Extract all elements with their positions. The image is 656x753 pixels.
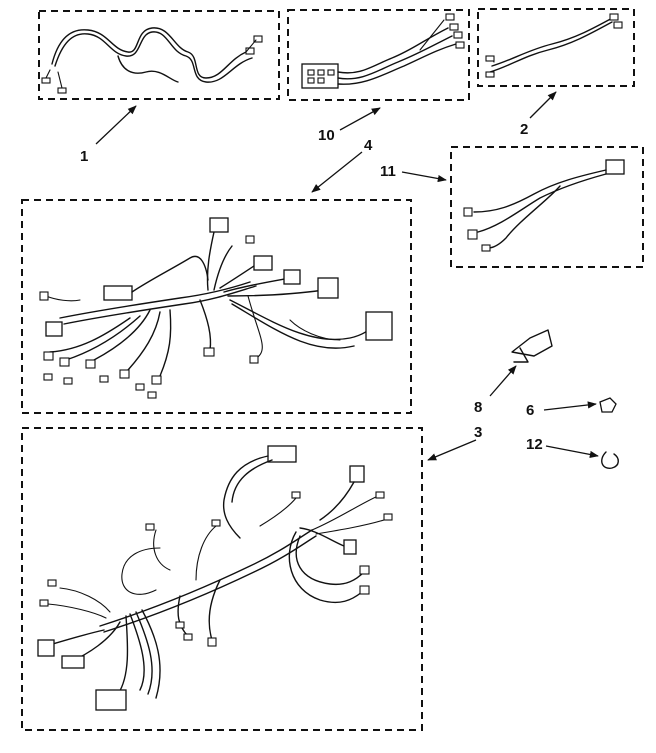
part-11-box xyxy=(450,146,644,268)
part-4-box xyxy=(21,199,412,414)
part-4-harness-group xyxy=(21,199,412,414)
part-12-tie xyxy=(601,451,619,469)
callout-labels: 1 10 2 4 11 8 6 3 12 xyxy=(80,121,543,453)
part-2-harness-group xyxy=(477,8,635,87)
part-4-multi-pin-connector xyxy=(365,311,393,341)
callout-12: 12 xyxy=(526,436,543,453)
part-2-box xyxy=(477,8,635,87)
callout-1: 1 xyxy=(80,148,88,165)
part-11-harness-group xyxy=(450,146,644,268)
leader-3 xyxy=(427,439,477,461)
leader-2 xyxy=(529,91,557,119)
part-10-block-connector xyxy=(301,63,339,89)
leader-8 xyxy=(489,365,517,397)
leader-12 xyxy=(545,445,599,459)
callout-6: 6 xyxy=(526,402,534,419)
part-8-bracket xyxy=(511,329,553,363)
part-6-clip xyxy=(599,397,617,413)
leader-10 xyxy=(339,107,381,131)
part-3-bundle-connector xyxy=(95,689,127,711)
part-1-box xyxy=(38,10,280,100)
leader-6 xyxy=(543,401,597,411)
part-3-harness-group xyxy=(21,427,423,731)
leader-4 xyxy=(311,151,363,193)
callout-10: 10 xyxy=(318,127,335,144)
callout-2: 2 xyxy=(520,121,528,138)
part-10-harness-group xyxy=(287,9,470,101)
leader-1 xyxy=(95,105,137,145)
callout-11: 11 xyxy=(380,163,396,180)
part-3-box xyxy=(21,427,423,731)
part-1-harness-group xyxy=(38,10,280,100)
callout-3: 3 xyxy=(474,424,482,441)
part-10-box xyxy=(287,9,470,101)
part-11-plug-connector xyxy=(605,159,625,175)
callout-4: 4 xyxy=(364,137,373,154)
leader-11 xyxy=(401,171,447,183)
leader-lines xyxy=(95,91,599,461)
callout-8: 8 xyxy=(474,399,482,416)
